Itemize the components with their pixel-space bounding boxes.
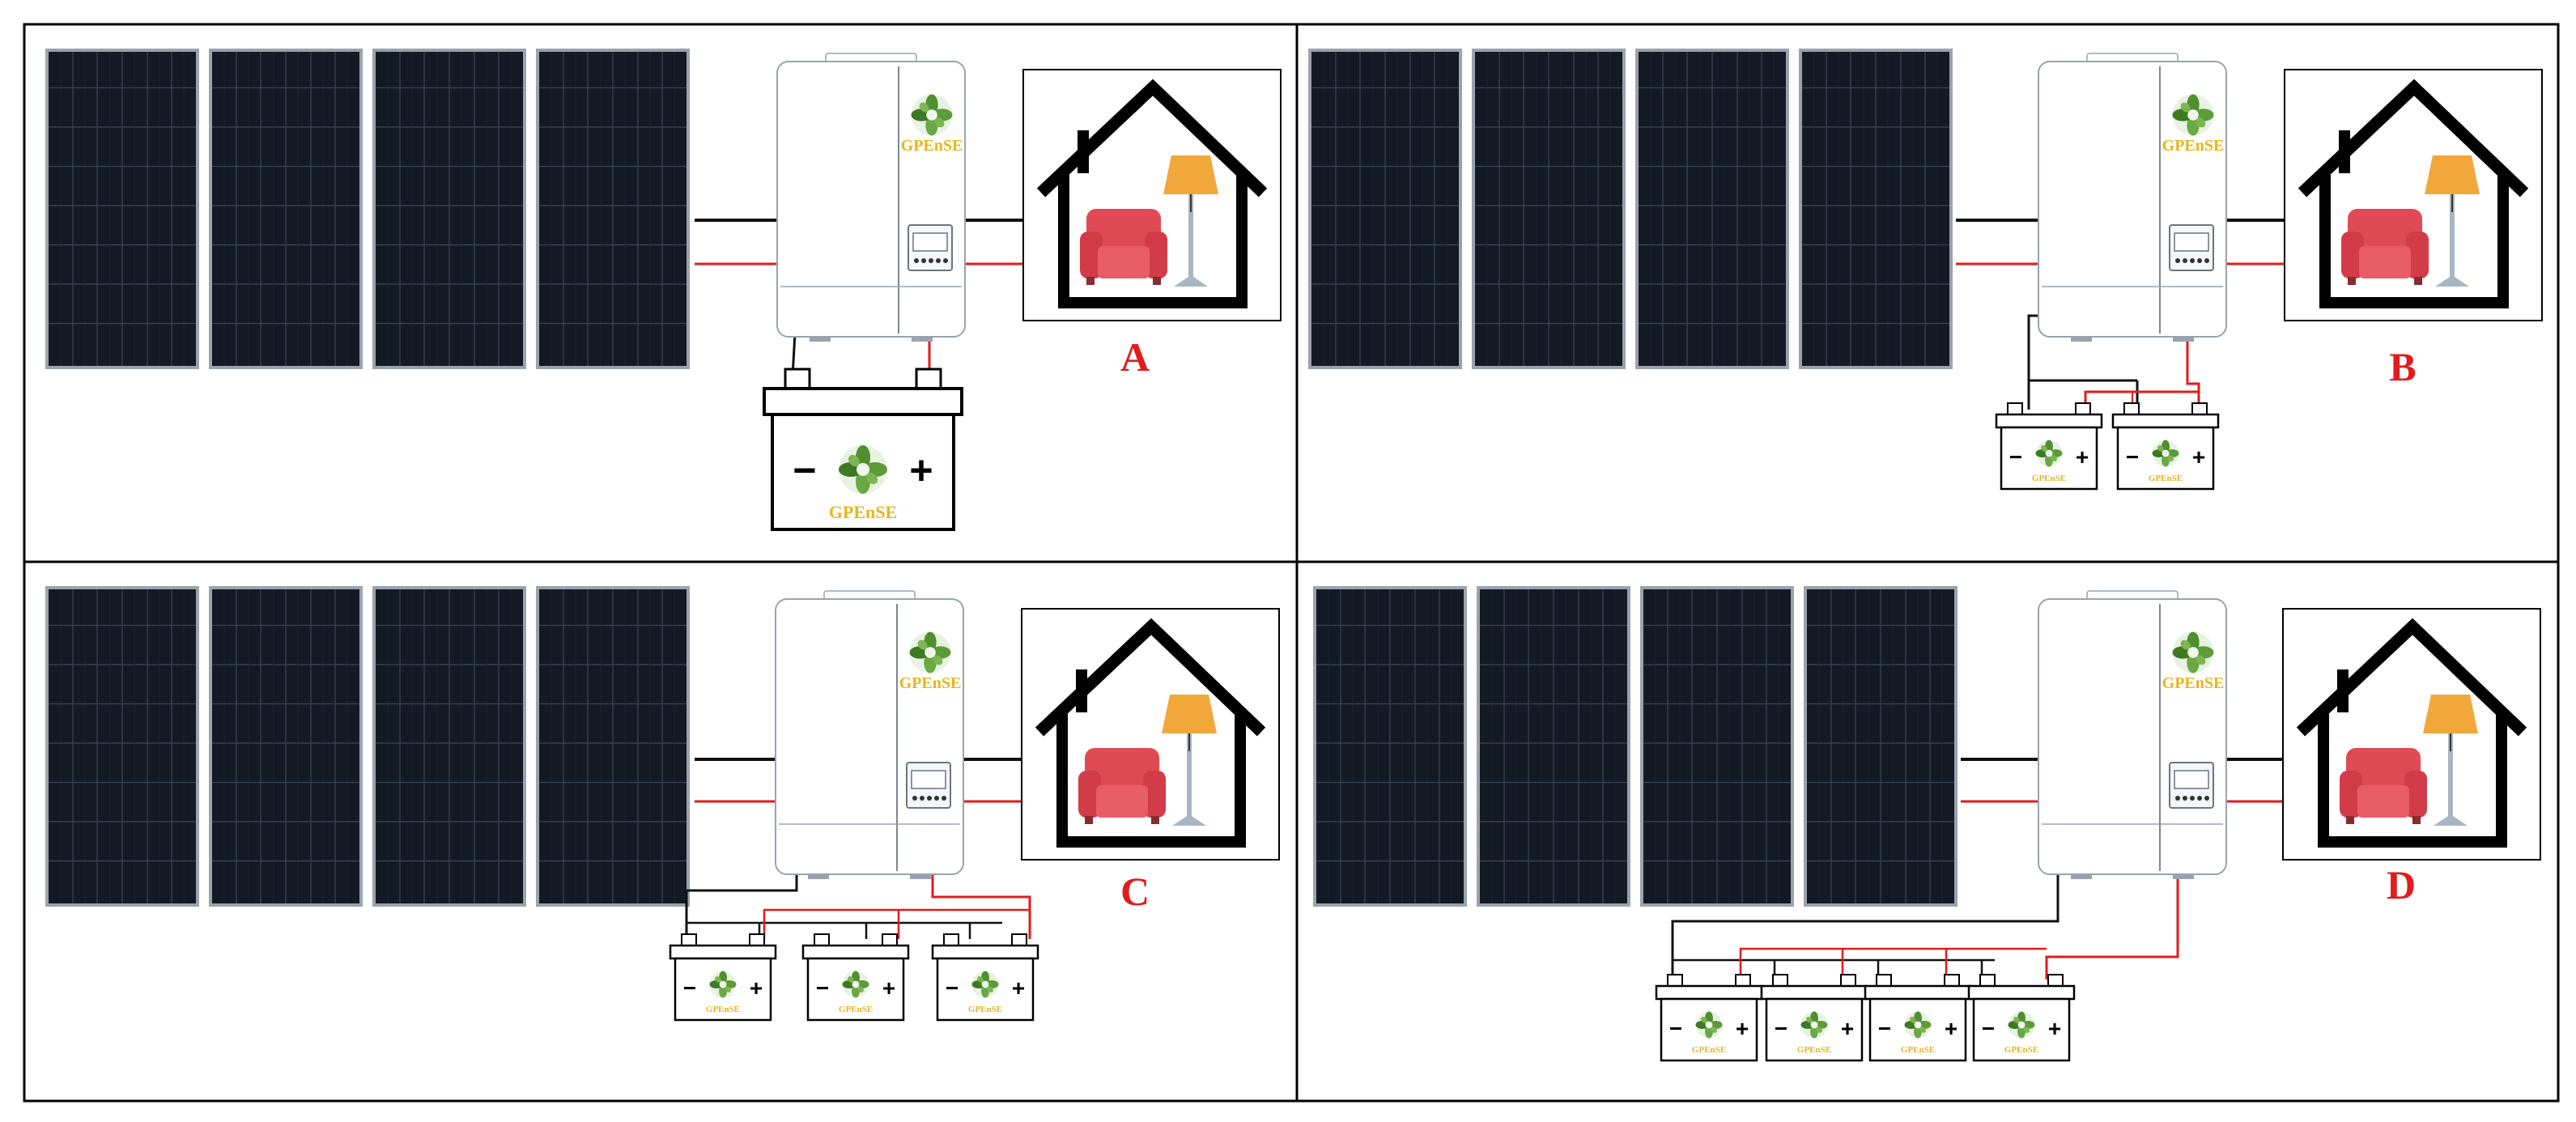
panel-c: GPEnSE C	[45, 585, 1279, 1020]
solar-panel-icon	[1798, 48, 1953, 370]
wires	[1671, 758, 2283, 980]
panel-label-b: B	[2389, 344, 2416, 389]
solar-array	[45, 585, 691, 907]
solar-panel-icon	[1476, 585, 1631, 907]
inverter-icon: GPEnSE	[776, 591, 963, 879]
solar-panel-icon	[208, 48, 363, 370]
solar-panel-icon	[1803, 585, 1958, 907]
solar-panel-icon	[1639, 585, 1795, 907]
svg-text:+: +	[909, 448, 933, 493]
solar-panel-icon	[45, 48, 200, 370]
house-icon	[2285, 70, 2542, 321]
panel-label-a: A	[1120, 334, 1150, 380]
svg-text:GPEnSE: GPEnSE	[901, 137, 963, 155]
solar-panel-icon	[45, 585, 200, 907]
svg-text:−: −	[793, 448, 816, 493]
battery-icon	[1996, 403, 2102, 489]
inverter-icon: GPEnSE	[2038, 53, 2226, 342]
panel-label-d: D	[2387, 862, 2416, 907]
wires	[695, 219, 1023, 391]
battery-bank	[1656, 975, 2074, 1060]
svg-text:GPEnSE: GPEnSE	[2162, 674, 2225, 692]
solar-panel-icon	[1634, 48, 1790, 370]
inverter-icon: GPEnSE	[2038, 591, 2226, 879]
solar-array	[1307, 48, 1953, 370]
battery-icon	[670, 934, 776, 1020]
solar-array	[1312, 585, 1958, 907]
panel-d: GPEnSE D	[1312, 585, 2540, 1060]
battery-icon	[1969, 975, 2074, 1060]
battery-bank	[1996, 403, 2218, 489]
solar-panel-icon	[1307, 48, 1463, 370]
solar-panel-icon	[535, 48, 691, 370]
panel-frames	[23, 23, 2560, 1103]
panel-label-c: C	[1120, 869, 1150, 914]
battery-bank	[670, 934, 1038, 1020]
house-icon	[1022, 609, 1279, 860]
svg-text:GPEnSE: GPEnSE	[829, 502, 897, 522]
inverter-icon: GPEnSE	[777, 53, 965, 342]
svg-text:GPEnSE: GPEnSE	[2162, 137, 2225, 155]
svg-text:GPEnSE: GPEnSE	[899, 674, 962, 692]
panel-a: GPEnSE A − + GPEnSE	[45, 48, 1281, 531]
wires	[685, 758, 1031, 939]
panel-b: GPEnSE B	[1307, 48, 2542, 489]
battery-icon	[1656, 975, 1762, 1060]
solar-panel-icon	[1312, 585, 1468, 907]
battery-icon	[1865, 975, 1970, 1060]
solar-panel-icon	[372, 48, 527, 370]
battery-icon	[2113, 403, 2218, 489]
solar-panel-icon	[208, 585, 363, 907]
battery-icon	[1762, 975, 1867, 1060]
solar-array	[45, 48, 691, 370]
solar-panel-icon	[535, 585, 691, 907]
battery-icon	[803, 934, 908, 1020]
solar-panel-icon	[372, 585, 527, 907]
battery-icon	[933, 934, 1038, 1020]
battery-icon: − + GPEnSE	[763, 368, 963, 531]
solar-panel-icon	[1471, 48, 1626, 370]
house-icon	[2283, 609, 2540, 860]
house-icon	[1023, 70, 1281, 321]
